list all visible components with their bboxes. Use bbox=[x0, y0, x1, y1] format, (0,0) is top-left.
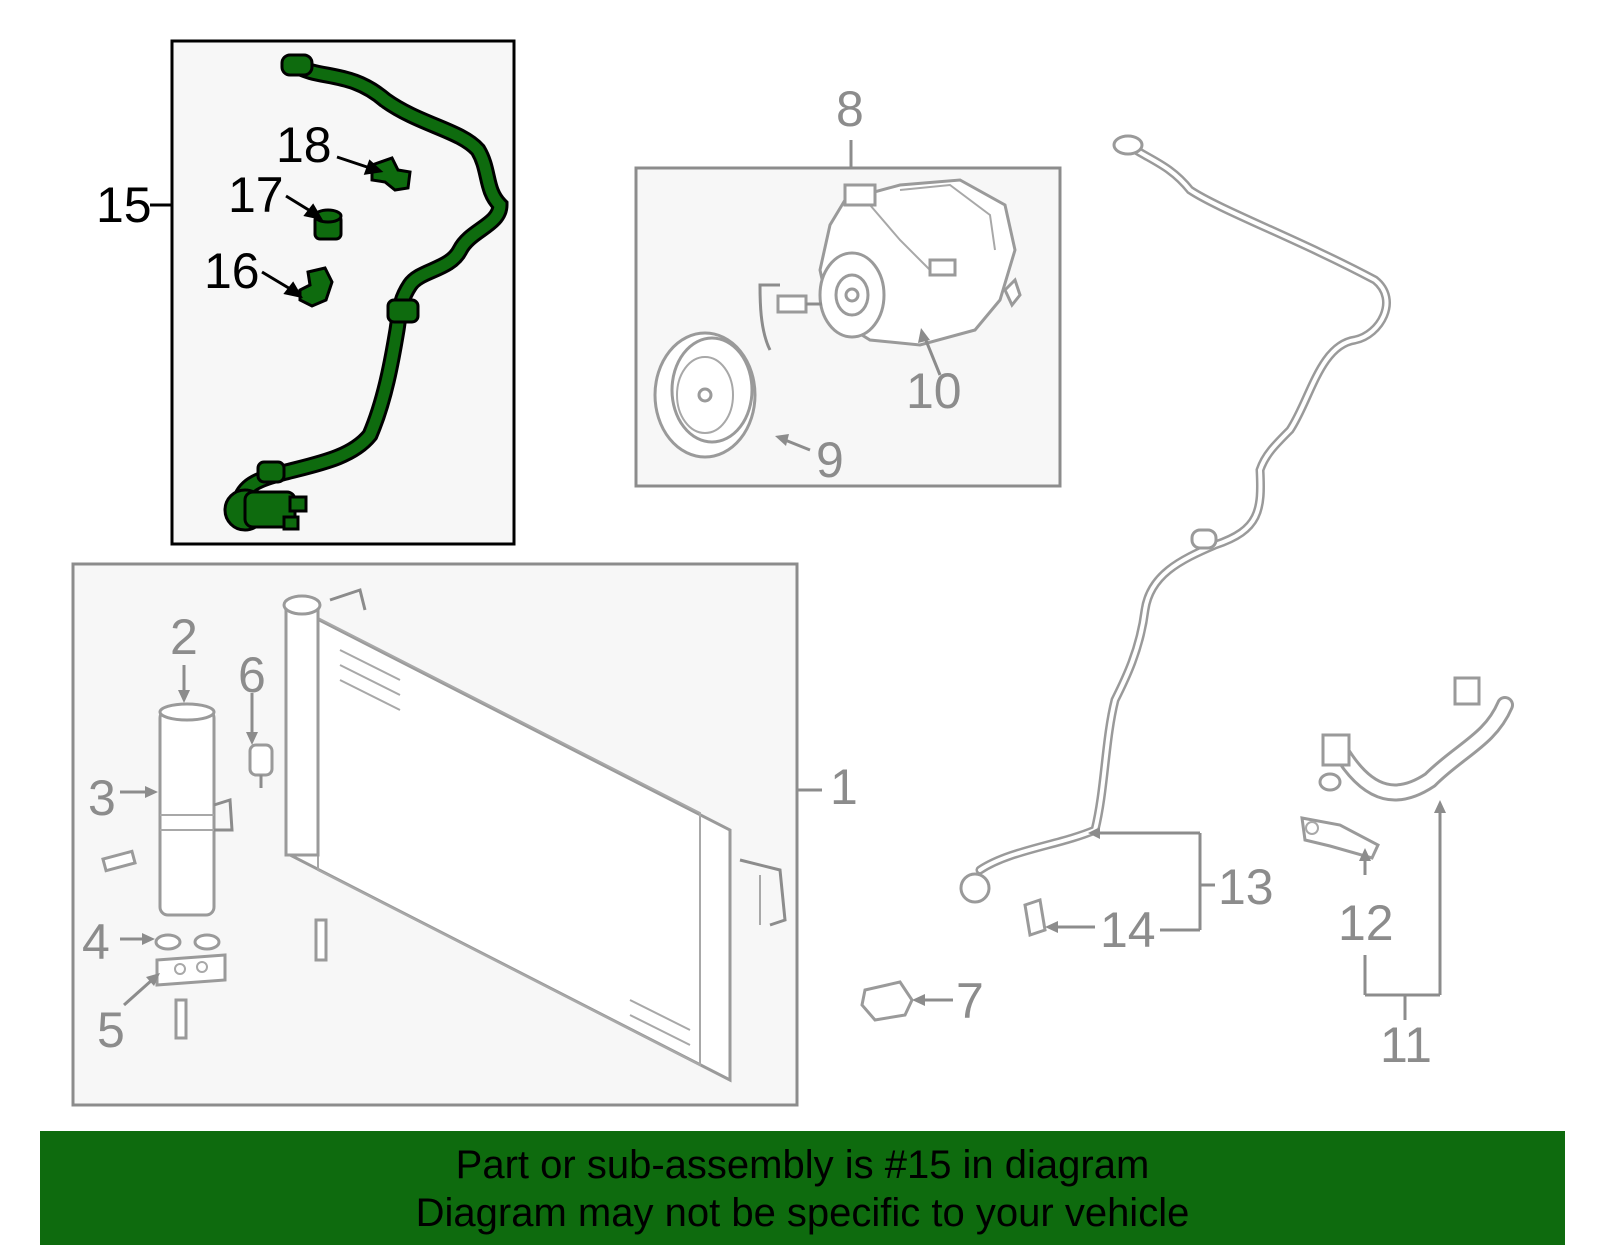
clip-14 bbox=[1023, 898, 1047, 937]
clip-18 bbox=[370, 156, 412, 192]
callout-9: 9 bbox=[816, 432, 844, 488]
callout-14: 14 bbox=[1100, 902, 1156, 958]
bolts bbox=[101, 849, 328, 1040]
callout-11: 11 bbox=[1380, 1017, 1432, 1073]
callout-17: 17 bbox=[228, 167, 284, 223]
leader-7 bbox=[912, 994, 953, 1006]
condenser-1 bbox=[282, 588, 787, 1083]
callout-7: 7 bbox=[956, 973, 984, 1029]
leaders-2-6 bbox=[120, 665, 258, 1007]
clutch-wire bbox=[758, 283, 822, 351]
callout-2: 2 bbox=[170, 609, 198, 665]
callout-3: 3 bbox=[88, 770, 116, 826]
callout-16: 16 bbox=[204, 243, 260, 299]
leaders-16-18 bbox=[261, 155, 384, 299]
callout-1: 1 bbox=[830, 759, 858, 815]
bracket-13-14 bbox=[1045, 827, 1215, 933]
cap-17 bbox=[313, 208, 343, 241]
callout-13: 13 bbox=[1218, 859, 1274, 915]
callout-15: 15 bbox=[96, 177, 152, 233]
bracket-11-12 bbox=[1359, 800, 1446, 1020]
switch-7 bbox=[860, 980, 914, 1022]
sensor-6 bbox=[248, 743, 274, 788]
callout-5: 5 bbox=[97, 1002, 125, 1058]
leaders-9-10 bbox=[775, 328, 942, 452]
banner-line-2: Diagram may not be specific to your vehi… bbox=[415, 1191, 1190, 1235]
callout-12: 12 bbox=[1338, 895, 1394, 951]
bracket-5 bbox=[155, 953, 227, 987]
cap-16 bbox=[298, 266, 334, 308]
orings-4 bbox=[154, 933, 221, 951]
bracket-12 bbox=[1300, 816, 1380, 860]
info-banner: Part or sub-assembly is #15 in diagram D… bbox=[40, 1131, 1565, 1245]
clutch-9 bbox=[653, 331, 757, 459]
callout-10: 10 bbox=[906, 363, 962, 419]
callout-18: 18 bbox=[276, 117, 332, 173]
banner-line-1: Part or sub-assembly is #15 in diagram bbox=[455, 1143, 1150, 1187]
callout-8: 8 bbox=[836, 81, 864, 137]
compressor-10 bbox=[818, 178, 1022, 347]
liquid-line-13 bbox=[959, 134, 1391, 904]
suction-hose-11 bbox=[1318, 676, 1514, 802]
hose-assembly-15 bbox=[223, 53, 509, 532]
callout-4: 4 bbox=[82, 914, 110, 970]
callout-6: 6 bbox=[238, 647, 266, 703]
receiver-drier-3 bbox=[158, 702, 234, 917]
